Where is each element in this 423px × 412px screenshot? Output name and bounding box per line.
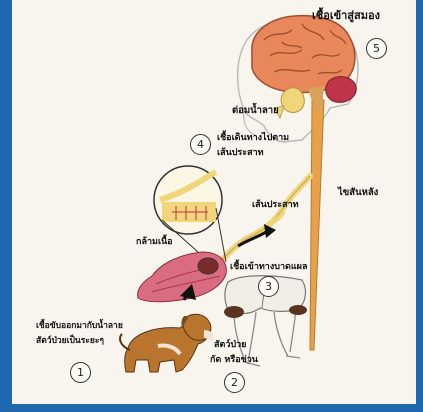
label-spinal-cord: ไขสันหลัง (338, 188, 378, 199)
label-nerve: เส้นประสาท (252, 200, 299, 210)
label-bite-line2: กัด หรือข่วน (210, 355, 258, 365)
salivary-gland (281, 88, 304, 113)
label-shed-line1: เชื้อขับออกมากับน้ำลาย (36, 322, 123, 332)
diagram-panel: เชื้อเข้าสู่สมอง 5 ต่อมน้ำลาย 4 เชื้อเดิ… (12, 0, 416, 404)
wound-spot (198, 258, 218, 274)
label-shed-line2: สัตว์ป่วยเป็นระยะๆ (36, 337, 104, 347)
dog (120, 314, 214, 372)
step-2-badge: 2 (224, 372, 245, 393)
spinal-cord (310, 100, 324, 350)
label-muscle: กล้ามเนื้อ (136, 237, 173, 247)
cerebellum (326, 77, 357, 103)
step-1-badge: 1 (70, 362, 91, 383)
label-brain: เชื้อเข้าสู่สมอง (312, 10, 380, 23)
label-travel-line2: เส้นประสาท (217, 148, 264, 158)
label-wound-entry: เชื้อเข้าทางบาดแผล (230, 262, 307, 272)
label-travel-line1: เชื้อเดินทางไปตาม (217, 133, 289, 143)
step-5-badge: 5 (366, 38, 387, 59)
label-salivary-gland: ต่อมน้ำลาย (232, 106, 279, 117)
label-bite-line1: สัตว์ป่วย (214, 340, 246, 350)
step-3-badge: 3 (258, 276, 279, 297)
step-4-badge: 4 (190, 134, 211, 155)
